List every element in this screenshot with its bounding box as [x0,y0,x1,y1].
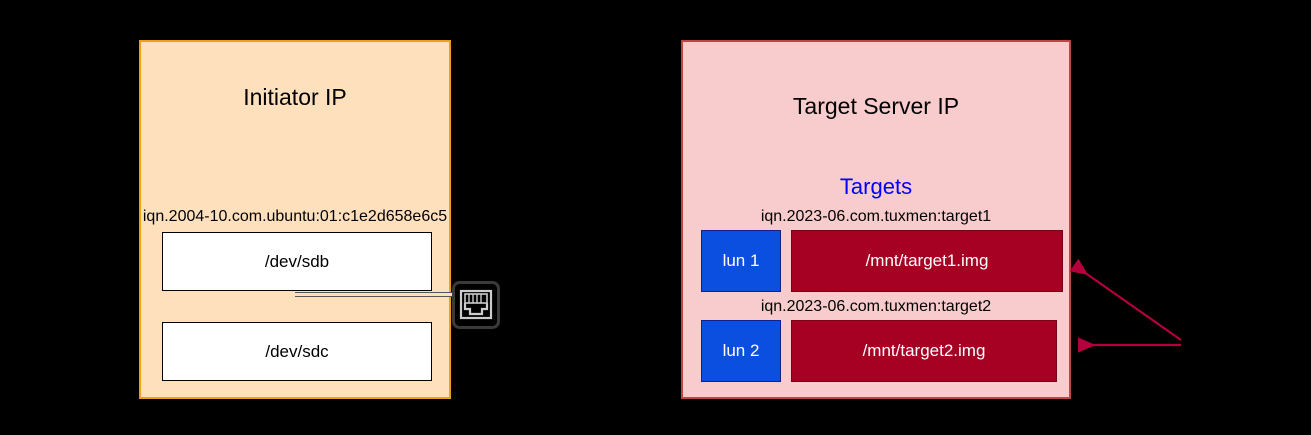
network-link-line [295,292,455,297]
initiator-panel: Initiator IP iqn.2004-10.com.ubuntu:01:c… [139,40,451,399]
initiator-device-sdc: /dev/sdc [162,322,432,381]
initiator-device-sdb: /dev/sdb [162,232,432,291]
target-server-title: Target Server IP [792,93,960,119]
initiator-iqn-label: iqn.2004-10.com.ubuntu:01:c1e2d658e6c5 [142,208,448,225]
target2-lun-box: lun 2 [701,320,781,382]
ethernet-port-icon [452,281,500,329]
target1-lun-box: lun 1 [701,230,781,292]
target2-backing-store-box: /mnt/target2.img [791,320,1057,382]
target2-iqn-label: iqn.2023-06.com.tuxmen:target2 [760,298,992,315]
targets-section-heading: Targets [839,174,913,199]
annotation-arrow-upper [1069,258,1182,341]
initiator-title: Initiator IP [243,84,347,110]
target-server-panel: Target Server IP Targets iqn.2023-06.com… [681,40,1071,399]
target1-iqn-label: iqn.2023-06.com.tuxmen:target1 [760,208,992,225]
target1-backing-store-box: /mnt/target1.img [791,230,1063,292]
